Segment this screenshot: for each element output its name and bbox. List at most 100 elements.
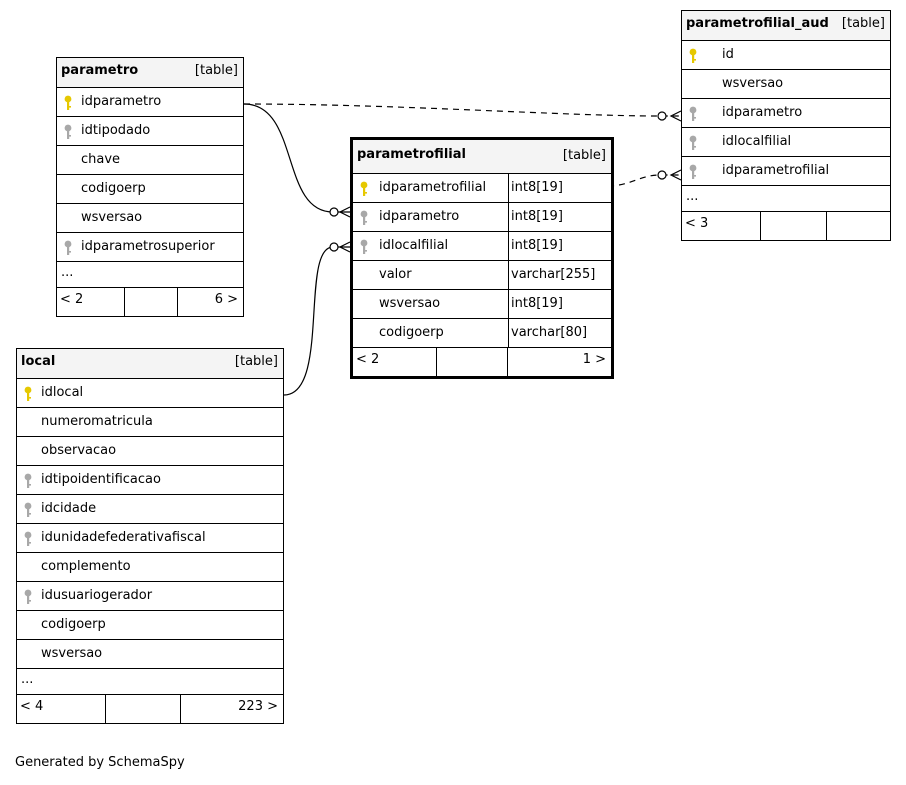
table-parametrofilial[interactable]: parametrofilial [table] idparametrofilia… <box>350 137 614 379</box>
column-row[interactable]: chave <box>57 146 243 175</box>
column-name: idtipodado <box>81 123 151 138</box>
foreign-key-icon <box>688 164 698 180</box>
column-name: idcidade <box>41 501 97 516</box>
column-name: idlocalfilial <box>379 238 449 253</box>
column-name: codigoerp <box>41 617 106 632</box>
children-count[interactable] <box>826 212 890 240</box>
parents-count[interactable]: < 3 <box>685 216 709 231</box>
column-name: idunidadefederativafiscal <box>41 530 206 545</box>
link-parametro-parametrofilial <box>243 103 350 213</box>
table-header: local [table] <box>17 349 283 379</box>
column-row[interactable]: idparametro <box>682 99 890 128</box>
table-name: parametrofilial <box>357 147 466 162</box>
parents-count[interactable]: < 2 <box>60 292 84 307</box>
table-type: [table] <box>194 63 238 78</box>
column-row[interactable]: complemento <box>17 553 283 582</box>
column-row[interactable]: idparametro <box>57 88 243 117</box>
table-name: parametrofilial_aud <box>686 16 829 31</box>
foreign-key-icon <box>688 106 698 122</box>
column-row[interactable]: idparametrofilial <box>682 157 890 186</box>
column-type: int8[19] <box>508 174 611 202</box>
link-parametrofilial-aud <box>607 174 681 187</box>
column-row[interactable]: wsversao int8[19] <box>353 290 611 319</box>
table-footer: < 2 1 > <box>353 348 611 376</box>
column-name: complemento <box>41 559 131 574</box>
column-row[interactable]: observacao <box>17 437 283 466</box>
parents-count[interactable]: < 2 <box>356 352 380 367</box>
primary-key-icon <box>23 386 33 402</box>
column-name: idtipoidentificacao <box>41 472 161 487</box>
table-footer: < 4 223 > <box>17 695 283 723</box>
column-name: chave <box>81 152 121 167</box>
link-parametro-aud <box>243 103 681 117</box>
column-row[interactable]: wsversao <box>57 204 243 233</box>
column-row[interactable]: idlocal <box>17 379 283 408</box>
column-name: idusuariogerador <box>41 588 153 603</box>
column-name: observacao <box>41 443 117 458</box>
children-count[interactable]: 1 > <box>507 348 611 376</box>
column-row[interactable]: numeromatricula <box>17 408 283 437</box>
table-footer: < 2 6 > <box>57 288 243 316</box>
column-row[interactable]: idcidade <box>17 495 283 524</box>
column-row[interactable]: idparametrosuperior <box>57 233 243 262</box>
table-parametrofilial-aud[interactable]: parametrofilial_aud [table] id wsversao id… <box>681 10 891 241</box>
more-columns: ... <box>17 669 283 695</box>
column-name: wsversao <box>41 646 103 661</box>
column-row[interactable]: id <box>682 41 890 70</box>
children-count[interactable]: 223 > <box>180 695 283 723</box>
primary-key-icon <box>359 181 369 197</box>
foreign-key-icon <box>23 531 33 547</box>
table-type: [table] <box>234 354 278 369</box>
column-type: int8[19] <box>508 232 611 260</box>
table-header: parametrofilial [table] <box>353 140 611 174</box>
column-row[interactable]: idtipoidentificacao <box>17 466 283 495</box>
column-name: idparametro <box>379 209 460 224</box>
table-footer: < 3 <box>682 212 890 240</box>
foreign-key-icon <box>63 124 73 140</box>
column-name: idlocalfilial <box>722 134 792 149</box>
foreign-key-icon <box>63 240 73 256</box>
column-name: wsversao <box>81 210 143 225</box>
table-local[interactable]: local [table] idlocal numeromatricula obse… <box>16 348 284 724</box>
column-name: idparametro <box>81 94 162 109</box>
footer-spacer <box>105 695 180 723</box>
column-name: wsversao <box>722 76 784 91</box>
table-name: parametro <box>61 63 139 78</box>
table-parametro[interactable]: parametro [table] idparametro idtipodado c… <box>56 57 244 317</box>
column-type: int8[19] <box>508 290 611 318</box>
footer-spacer <box>124 288 177 316</box>
column-row[interactable]: codigoerp <box>17 611 283 640</box>
primary-key-icon <box>688 48 698 64</box>
column-name: idparametrofilial <box>379 180 487 195</box>
parents-count[interactable]: < 4 <box>20 699 44 714</box>
column-name: idlocal <box>41 385 84 400</box>
column-row[interactable]: idunidadefederativafiscal <box>17 524 283 553</box>
column-row[interactable]: idlocalfilial int8[19] <box>353 232 611 261</box>
column-row[interactable]: idlocalfilial <box>682 128 890 157</box>
column-row[interactable]: wsversao <box>17 640 283 669</box>
table-type: [table] <box>841 16 885 31</box>
column-name: valor <box>379 267 412 282</box>
column-name: idparametro <box>722 105 803 120</box>
column-row[interactable]: idparametrofilial int8[19] <box>353 174 611 203</box>
foreign-key-icon <box>23 589 33 605</box>
column-row[interactable]: wsversao <box>682 70 890 99</box>
column-row[interactable]: codigoerp varchar[80] <box>353 319 611 348</box>
column-name: wsversao <box>379 296 441 311</box>
column-type: varchar[80] <box>508 319 611 347</box>
table-header: parametro [table] <box>57 58 243 88</box>
foreign-key-icon <box>23 502 33 518</box>
foreign-key-icon <box>359 239 369 255</box>
column-row[interactable]: idtipodado <box>57 117 243 146</box>
footer-spacer <box>760 212 826 240</box>
column-row[interactable]: idusuariogerador <box>17 582 283 611</box>
column-name: codigoerp <box>379 325 444 340</box>
primary-key-icon <box>63 95 73 111</box>
column-name: id <box>722 47 734 62</box>
table-header: parametrofilial_aud [table] <box>682 11 890 41</box>
children-count[interactable]: 6 > <box>177 288 243 316</box>
column-row[interactable]: codigoerp <box>57 175 243 204</box>
